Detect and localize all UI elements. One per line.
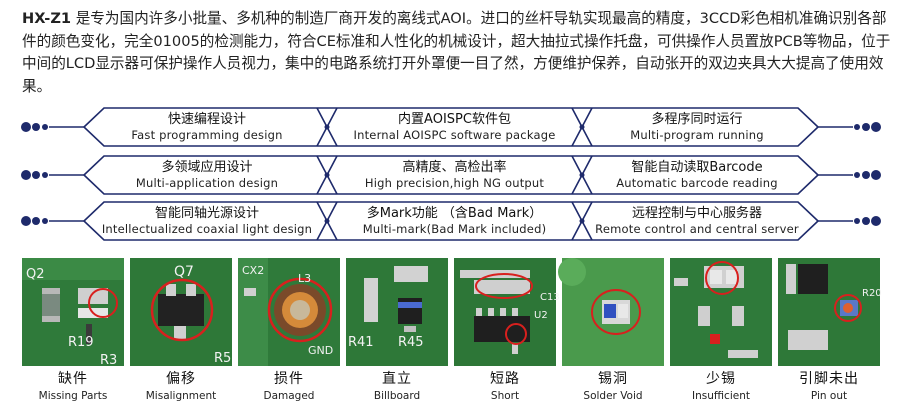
band-separator-dot-1 xyxy=(579,218,585,224)
feature-multi-mark: 多Mark功能 （含Bad Mark） Multi-mark(Bad Mark … xyxy=(362,206,547,236)
band-dot-left-0 xyxy=(21,170,31,180)
band-dot-right-1 xyxy=(862,217,870,225)
band-dot-left-0 xyxy=(21,216,31,226)
band-frame-bottom xyxy=(83,174,819,195)
defect-photo-misalignment: Q7 R5 xyxy=(130,258,232,366)
feature-barcode-reading: 智能自动读取Barcode Automatic barcode reading xyxy=(616,160,778,190)
defect-label-missing-parts: 缺件 Missing Parts xyxy=(38,371,108,402)
band-separator-dot-0 xyxy=(324,124,330,130)
band-dot-left-1 xyxy=(32,171,40,179)
feature-coaxial-light: 智能同轴光源设计 Intellectualized coaxial light … xyxy=(101,206,313,236)
silk-u2: U2 xyxy=(534,310,548,321)
feature-high-precision: 高精度、高检出率 High precision,high NG output xyxy=(364,160,545,190)
band-frame-top xyxy=(83,155,819,176)
band-dot-right-1 xyxy=(862,123,870,131)
band-frame-3 xyxy=(21,201,881,241)
defect-label-pin-out: 引脚未出 Pin out xyxy=(799,371,859,402)
defect-label-billboard: 直立 Billboard xyxy=(373,371,421,402)
defect-label-misalignment: 偏移 Misalignment xyxy=(145,371,217,402)
band-dot-right-0 xyxy=(871,170,881,180)
silk-r41: R41 xyxy=(348,335,374,350)
band-dot-left-1 xyxy=(32,217,40,225)
silk-q7: Q7 xyxy=(174,264,194,280)
band-frame-top xyxy=(83,201,819,222)
band-dot-right-1 xyxy=(862,171,870,179)
feature-multi-program: 多程序同时运行 Multi-program running xyxy=(630,112,764,142)
band-dot-left-0 xyxy=(21,122,31,132)
band-dot-left-2 xyxy=(42,124,48,130)
silk-r45: R45 xyxy=(398,335,424,350)
feature-band-3: 智能同轴光源设计 Intellectualized coaxial light … xyxy=(21,200,881,242)
defect-photo-missing-parts: Q2 R19 R3 xyxy=(22,258,124,368)
band-separator-dot-1 xyxy=(579,172,585,178)
band-dot-right-0 xyxy=(871,216,881,226)
silk-q2: Q2 xyxy=(26,267,45,282)
defect-label-solder-void: 锡洞 Solder Void xyxy=(583,371,643,402)
band-dot-left-1 xyxy=(32,123,40,131)
band-separator-dot-1 xyxy=(579,124,585,130)
model-name: HX-Z1 xyxy=(22,10,72,27)
silk-r3: R3 xyxy=(100,353,117,368)
band-dot-right-2 xyxy=(854,124,860,130)
band-dot-left-2 xyxy=(42,218,48,224)
defect-photo-insufficient xyxy=(670,258,772,366)
band-separator-dot-0 xyxy=(324,172,330,178)
product-description: HX-Z1 是专为国内许多小批量、多机种的制造厂商开发的离线式AOI。进口的丝杆… xyxy=(22,8,892,98)
silk-cx2: CX2 xyxy=(242,264,264,277)
defect-photo-strip: Q2 R19 R3 Q7 R5 CX2 L3 GND xyxy=(22,258,882,368)
band-frame-2 xyxy=(21,155,881,195)
band-dot-right-2 xyxy=(854,172,860,178)
silk-r19: R19 xyxy=(68,335,94,350)
band-dot-left-2 xyxy=(42,172,48,178)
defect-label-short: 短路 Short xyxy=(490,371,520,402)
silk-gnd: GND xyxy=(308,344,333,357)
silk-c13: C13 xyxy=(540,292,560,303)
feature-multi-application: 多领域应用设计 Multi-application design xyxy=(135,160,279,190)
band-frame-top xyxy=(83,107,819,128)
band-frame-bottom xyxy=(83,126,819,147)
defect-photo-solder-void xyxy=(558,258,664,366)
feature-band-1: 快速编程设计 Fast programming design 内置AOISPC软… xyxy=(21,106,881,148)
defect-label-damaged: 损件 Damaged xyxy=(263,371,315,402)
band-dot-right-0 xyxy=(871,122,881,132)
defect-photo-short: C13 U2 xyxy=(454,258,560,366)
feature-fast-programming: 快速编程设计 Fast programming design xyxy=(131,112,283,142)
feature-aoispc-software: 内置AOISPC软件包 Internal AOISPC software pac… xyxy=(353,112,556,142)
defect-photo-billboard: R41 R45 xyxy=(346,258,448,366)
feature-band-2: 多领域应用设计 Multi-application design 高精度、高检出… xyxy=(21,154,881,196)
silk-r20: R20 xyxy=(862,288,882,299)
defect-label-strip: 缺件 Missing Parts 偏移 Misalignment 损件 Dama… xyxy=(22,370,880,410)
defect-photo-damaged: CX2 L3 GND xyxy=(238,258,340,366)
band-separator-dot-0 xyxy=(324,218,330,224)
band-dot-right-2 xyxy=(854,218,860,224)
description-text: 是专为国内许多小批量、多机种的制造厂商开发的离线式AOI。进口的丝杆导轨实现最高… xyxy=(22,10,891,95)
defect-label-insufficient: 少锡 Insufficient xyxy=(692,371,750,402)
silk-l3: L3 xyxy=(298,272,311,285)
silk-r5: R5 xyxy=(214,351,231,366)
band-frame-1 xyxy=(21,107,881,147)
feature-remote-control: 远程控制与中心服务器 Remote control and central se… xyxy=(595,206,799,236)
band-frame-bottom xyxy=(83,220,819,241)
defect-photo-pin-out: R20 xyxy=(778,258,882,366)
